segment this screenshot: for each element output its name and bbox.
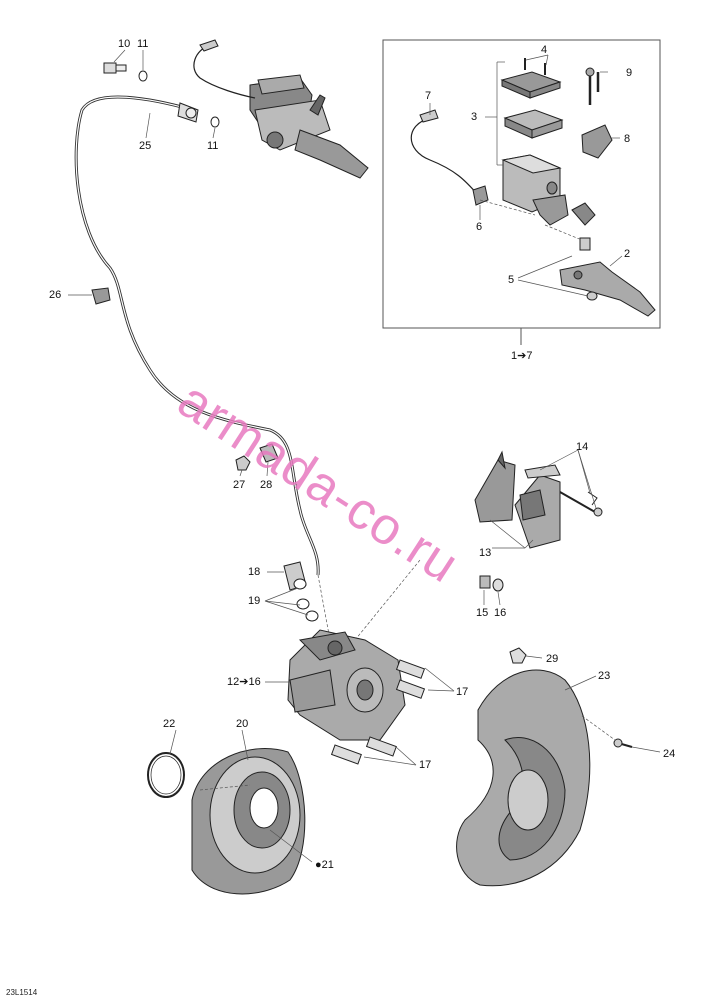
callout-15: 15 (476, 607, 489, 619)
callout-8: 8 (624, 133, 631, 145)
bleeder-15 (479, 575, 504, 592)
clamp-bolts-9 (585, 67, 600, 105)
callout-17-lower: 17 (419, 759, 432, 771)
washer-11-top (138, 70, 148, 82)
callout-3: 3 (471, 111, 478, 123)
washers-19 (293, 578, 319, 622)
callout-22: 22 (163, 718, 176, 730)
callout-14: 14 (576, 441, 589, 453)
o-ring-22 (147, 752, 185, 798)
brake-switch-6 (472, 185, 489, 206)
callout-17-top: 17 (456, 686, 469, 698)
pad-pin-14 (524, 464, 603, 517)
brake-pads-13 (474, 450, 561, 549)
banjo-bolt (103, 62, 127, 74)
pivot-5 (579, 237, 598, 301)
callout-6: 6 (476, 221, 483, 233)
washer-11-lower (210, 116, 220, 128)
callout-21: ●21 (315, 859, 334, 871)
callout-7: 7 (425, 90, 432, 102)
lever-2 (559, 261, 656, 317)
callout-25: 25 (139, 140, 152, 152)
caliper-pins-17 (330, 659, 426, 765)
reservoir-diaphragm (503, 109, 564, 139)
callout-9: 9 (626, 67, 633, 79)
callout-19: 19 (248, 595, 261, 607)
callout-26: 26 (49, 289, 62, 301)
callout-13: 13 (479, 547, 492, 559)
switch-wire-top (193, 44, 256, 99)
drawing-code: 23L1514 (6, 988, 38, 997)
callout-5: 5 (508, 274, 515, 286)
callout-16: 16 (494, 607, 507, 619)
callout-11-top: 11 (137, 38, 149, 50)
disc-guard-23 (456, 669, 591, 887)
callout-11-lower: 11 (207, 140, 219, 152)
screw-24 (613, 738, 633, 748)
callout-12-to-16: 12➔16 (227, 676, 261, 688)
hose-clamp-26 (91, 287, 111, 305)
callout-24: 24 (663, 748, 676, 760)
callout-4: 4 (541, 44, 548, 56)
cover-screws (524, 58, 546, 75)
master-cylinder-body (501, 154, 569, 226)
clamp-8 (581, 124, 613, 159)
callout-2: 2 (624, 248, 631, 260)
nut-27 (235, 455, 251, 471)
callout-21-label: 21 (321, 859, 334, 871)
callout-1-to-7: 1➔7 (511, 350, 533, 362)
brake-hose (74, 95, 320, 576)
switch-wire-detail (410, 117, 479, 196)
callout-29: 29 (546, 653, 559, 665)
callout-10: 10 (118, 38, 131, 50)
reservoir-cover (500, 71, 562, 99)
callout-18: 18 (248, 566, 261, 578)
oil-drop-icon: ● (315, 859, 322, 871)
brake-disc-20 (191, 748, 306, 895)
bracket-28 (259, 443, 279, 463)
callout-20: 20 (236, 718, 249, 730)
callout-27: 27 (233, 479, 246, 491)
nut-29 (509, 647, 527, 664)
callout-23: 23 (598, 670, 611, 682)
callout-28: 28 (260, 479, 273, 491)
caliper-12 (287, 629, 406, 741)
master-cylinder-assembly (249, 74, 369, 179)
boot (571, 202, 596, 226)
